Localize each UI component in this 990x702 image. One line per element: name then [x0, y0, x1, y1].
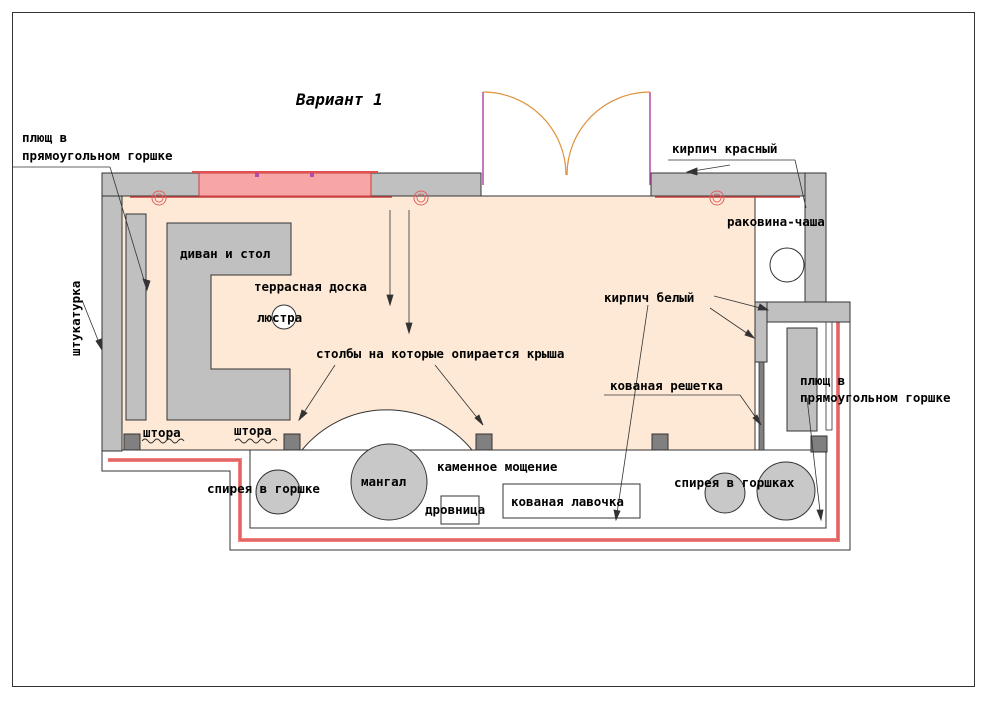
chandelier	[271, 304, 297, 330]
label-grille: кованая решетка	[610, 378, 723, 393]
label-grill: мангал	[361, 474, 406, 489]
wall-right-step	[754, 301, 851, 323]
leader-lines	[12, 159, 824, 522]
label-pillars: столбы на которые опирается крыша	[316, 346, 564, 361]
red-brick-border-inner	[108, 320, 839, 541]
plan-title: Вариант 1	[295, 90, 383, 109]
spirea-pot-right-2	[756, 461, 816, 521]
label-deck: террасная доска	[254, 279, 367, 294]
woodbox	[440, 495, 480, 525]
sink-bowl	[769, 247, 805, 283]
grill	[350, 443, 428, 521]
label-sink: раковина-чаша	[727, 214, 825, 229]
walls	[101, 172, 851, 452]
sofa-and-table	[166, 222, 292, 421]
drawing-frame	[12, 12, 975, 687]
label-bench: кованая лавочка	[511, 494, 624, 509]
label-curtain-1: штора	[143, 425, 181, 440]
label-stone: каменное мощение	[437, 459, 558, 474]
wall-lights	[151, 190, 725, 206]
window-opening	[198, 172, 372, 197]
label-spirea-pots: спирея в горшках	[674, 475, 795, 490]
ivy-pot-right	[786, 327, 818, 432]
wall-right-post	[754, 301, 768, 363]
label-ivy-left-1: плющ в	[22, 130, 67, 145]
label-curtain-2: штора	[234, 423, 272, 438]
wall-top-right	[650, 172, 827, 197]
label-brick-red: кирпич красный	[672, 141, 777, 156]
label-woodbox: дровница	[425, 502, 485, 517]
ivy-pot-left	[125, 213, 147, 421]
label-ivy-right-1: плющ в	[800, 373, 845, 388]
forged-grille	[758, 361, 765, 451]
label-ivy-right-2: прямоугольном горшке	[800, 390, 951, 405]
wall-right-upper	[804, 172, 827, 304]
label-chandelier: люстра	[257, 310, 302, 325]
label-brick-white: кирпич белый	[604, 290, 694, 305]
wall-top-left	[101, 172, 200, 197]
spirea-pot-left	[255, 469, 301, 515]
paving-outline	[101, 320, 851, 551]
label-plaster: штукатурка	[68, 281, 83, 356]
double-door	[482, 91, 651, 185]
label-sofa: диван и стол	[180, 246, 270, 261]
label-spirea-pot: спирея в горшке	[207, 481, 320, 496]
spirea-pot-right-1	[704, 472, 746, 514]
curtain-left-wave	[141, 438, 185, 444]
pillars	[123, 433, 828, 453]
wall-left	[101, 172, 123, 452]
label-ivy-left-2: прямоугольном горшке	[22, 148, 173, 163]
curtain-right-wave	[234, 438, 278, 444]
